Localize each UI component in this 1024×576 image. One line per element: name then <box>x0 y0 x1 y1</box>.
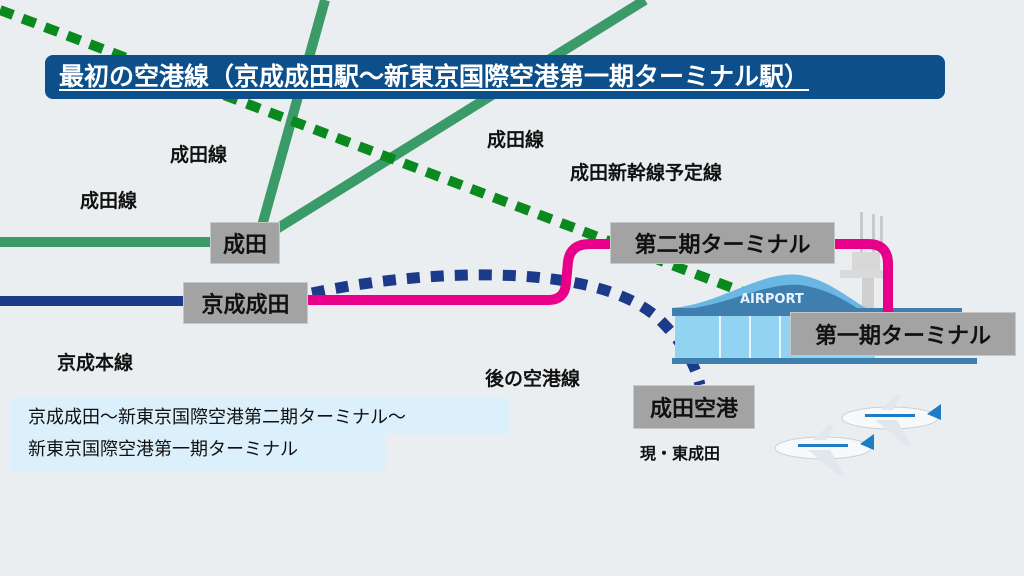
narita-line-label: 成田線 <box>170 144 228 166</box>
route-info-line-1: 京成成田〜新東京国際空港第二期ターミナル〜 <box>10 398 510 434</box>
narita-line-north <box>253 0 330 242</box>
station-narita: 成田 <box>210 222 280 264</box>
station-keisei-narita: 京成成田 <box>183 282 308 324</box>
current-name-label: 現・東成田 <box>640 444 721 463</box>
later-airport-line-label: 後の空港線 <box>485 368 581 390</box>
station-terminal-2: 第二期ターミナル <box>610 222 835 264</box>
later-airport-line <box>310 269 706 387</box>
station-terminal-1: 第一期ターミナル <box>790 312 1016 356</box>
airport-sign: AIRPORT <box>740 292 804 307</box>
route-info-box: 京成成田〜新東京国際空港第二期ターミナル〜 新東京国際空港第一期ターミナル <box>10 398 510 474</box>
airplane-icon <box>774 425 874 475</box>
keisei-main-label: 京成本線 <box>57 352 134 374</box>
shinkansen-label: 成田新幹線予定線 <box>570 162 723 184</box>
narita-line-northeast <box>259 0 648 243</box>
page-title: 最初の空港線（京成成田駅〜新東京国際空港第一期ターミナル駅） <box>45 55 945 99</box>
narita-line-label: 成田線 <box>80 190 138 212</box>
first-airport-line <box>305 239 893 330</box>
airplane-icon <box>841 395 941 445</box>
narita-line-label: 成田線 <box>487 129 545 151</box>
route-info-line-2: 新東京国際空港第一期ターミナル <box>10 434 386 472</box>
station-narita-airport: 成田空港 <box>633 385 755 429</box>
